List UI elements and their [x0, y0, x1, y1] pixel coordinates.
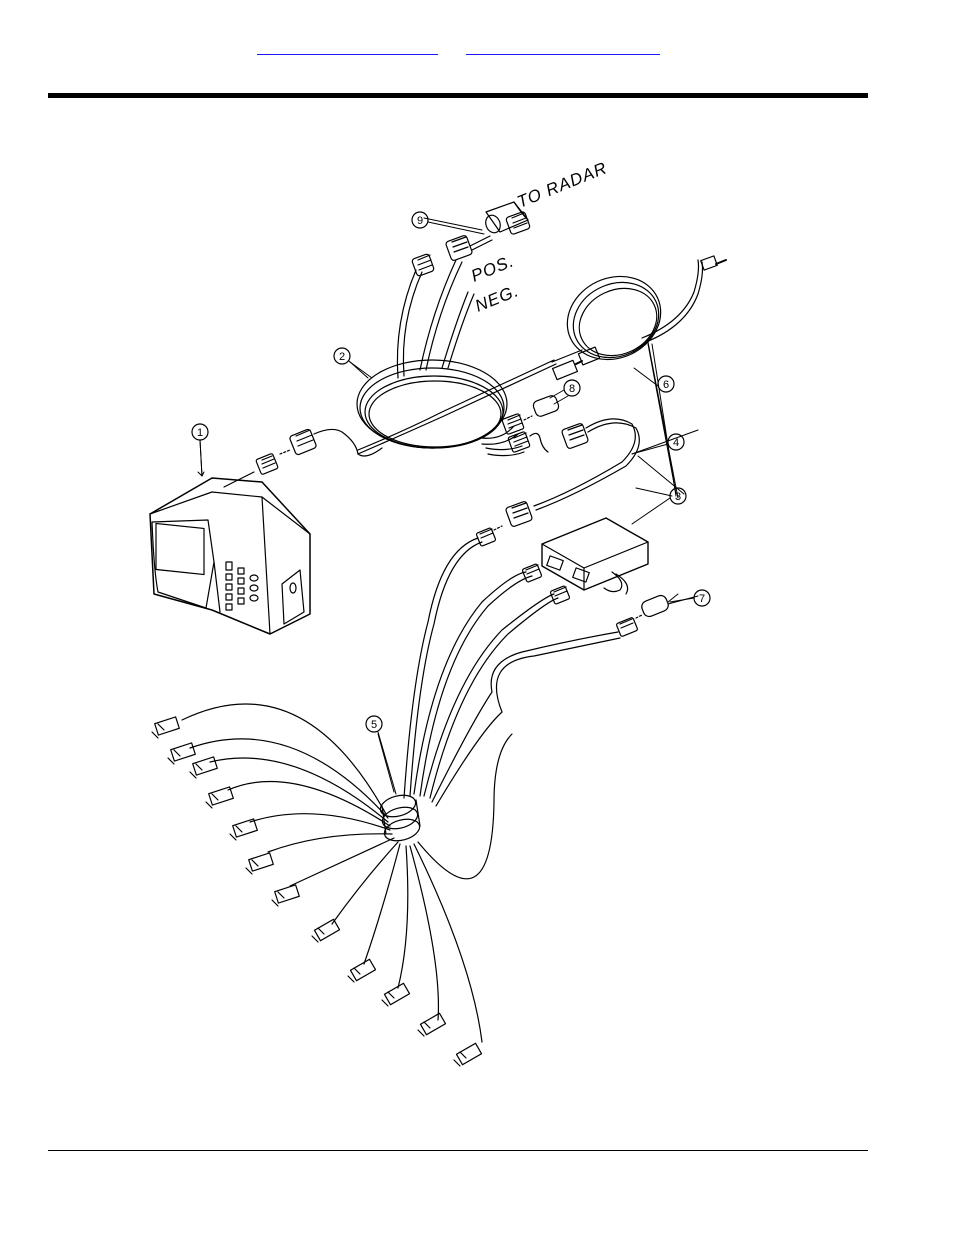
extension-cable-6 — [552, 256, 726, 380]
svg-text:8: 8 — [569, 383, 575, 395]
wiring-harness-diagram: 1 2 3 4 5 6 7 8 9 — [142, 142, 734, 1076]
callout-4: 4 — [668, 434, 684, 450]
console-monitor — [150, 472, 310, 634]
callout-9: 9 — [412, 212, 428, 228]
callout-8: 8 — [564, 380, 580, 396]
cable-4 — [505, 419, 639, 527]
callout-5: 5 — [366, 716, 382, 732]
svg-text:3: 3 — [675, 491, 681, 503]
callout-2: 2 — [334, 348, 350, 364]
svg-text:7: 7 — [699, 593, 705, 605]
svg-text:6: 6 — [663, 379, 669, 391]
svg-text:5: 5 — [371, 719, 377, 731]
to-radar-label: TO RADAR — [514, 158, 610, 211]
header-link-1[interactable] — [257, 40, 438, 55]
coil-harness — [357, 260, 556, 456]
neg-label: NEG. — [472, 281, 521, 316]
callout-6: 6 — [658, 376, 674, 392]
svg-text:2: 2 — [339, 351, 345, 363]
svg-text:1: 1 — [197, 427, 203, 439]
control-module-3 — [542, 518, 648, 594]
terminator-cap-8 — [502, 394, 560, 452]
header-link-2[interactable] — [466, 40, 660, 55]
svg-text:9: 9 — [417, 215, 423, 227]
pos-label: POS. — [468, 251, 516, 285]
svg-text:4: 4 — [673, 437, 679, 449]
callout-7: 7 — [694, 590, 710, 606]
callout-1: 1 — [192, 424, 208, 440]
top-rule — [48, 93, 868, 98]
main-harness-5 — [152, 526, 670, 1066]
bottom-rule — [48, 1150, 868, 1151]
